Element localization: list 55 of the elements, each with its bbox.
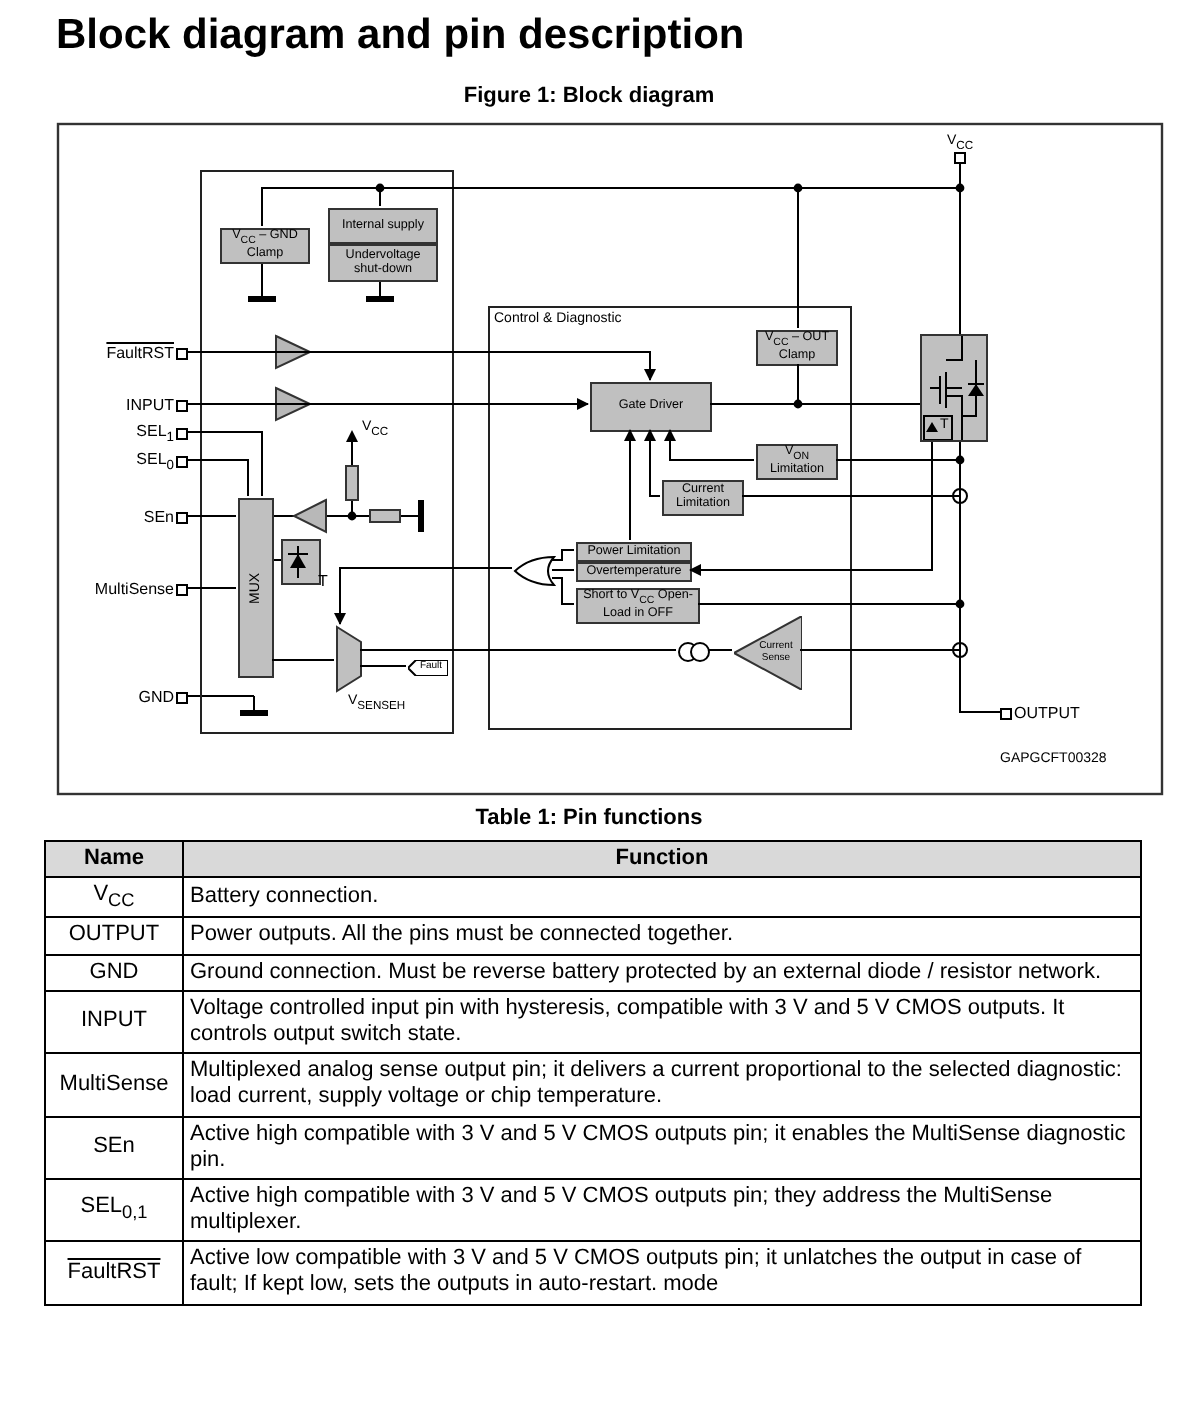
table-cell: Power outputs. All the pins must be connected together. xyxy=(183,917,1141,955)
figure-caption: Figure 1: Block diagram xyxy=(461,84,717,108)
table-cell: SEn xyxy=(45,1116,183,1179)
current-mirror-symbol xyxy=(678,642,710,662)
or-gate-symbol xyxy=(514,556,554,586)
arrow xyxy=(624,429,636,541)
table-cell: FaultRST xyxy=(45,1241,183,1305)
page-title: Block diagram and pin description xyxy=(56,12,745,60)
table-cell: OUTPUT xyxy=(45,917,183,955)
wire xyxy=(551,577,575,605)
table-cell: V$_{CC}$ xyxy=(45,877,183,918)
wire xyxy=(187,459,249,497)
wire xyxy=(271,659,335,661)
table-cell: Ground connection. Must be reverse battery protected by an external diode / resistor network. xyxy=(183,954,1141,991)
table-cell: Active high compatible with 3 V and 5 V CMOS outputs pin; they address the MultiSense multiplexer. xyxy=(183,1178,1141,1242)
fault-flag xyxy=(408,660,448,676)
table-header-cell: Name xyxy=(45,841,183,878)
arrow xyxy=(187,351,656,381)
pin-label: INPUT xyxy=(60,394,188,416)
wire xyxy=(359,649,677,651)
pin-label: SEL$_{0}$ xyxy=(60,450,188,472)
arrow xyxy=(664,429,755,461)
wire xyxy=(187,431,263,497)
table-cell: GND xyxy=(45,954,183,991)
wire xyxy=(551,549,575,561)
pin-label: SEn xyxy=(60,506,188,528)
pin-label: GND xyxy=(60,686,188,708)
pin-label: OUTPUT xyxy=(1000,702,1104,724)
table-cell: Voltage controlled input pin with hysteresis, compatible with 3 V and 5 V CMOS outputs. It controls output switch state. xyxy=(183,990,1141,1054)
wire xyxy=(187,587,237,589)
table-cell: Multiplexed analog sense output pin; it delivers a current proportional to the selected diagnostic: load current, supply voltage or chip temperature. xyxy=(183,1053,1141,1116)
pin-label: FaultRST xyxy=(60,342,188,364)
pin-label: MultiSense xyxy=(40,578,188,600)
current-sense-amplifier xyxy=(734,616,802,690)
table-caption: Table 1: Pin functions xyxy=(473,806,705,830)
pin-label: SEL$_{1}$ xyxy=(60,422,188,444)
table-cell: Active low compatible with 3 V and 5 V CMOS outputs pin; it unlatches the output in case of fault; If kept low, sets the outputs in auto-restart. mode xyxy=(183,1241,1141,1305)
table-cell: INPUT xyxy=(45,990,183,1054)
arrow xyxy=(334,567,513,625)
wire xyxy=(707,649,733,651)
sensor-label: T xyxy=(318,574,328,590)
wire xyxy=(551,569,575,571)
table-cell: SEL$_{0,1}$ xyxy=(45,1178,183,1242)
circuit-block xyxy=(488,306,852,730)
arrow xyxy=(644,429,661,497)
circuit-block xyxy=(200,170,454,734)
table-cell: Battery connection. xyxy=(183,877,1141,918)
arrow xyxy=(187,398,589,410)
wire xyxy=(187,515,237,517)
table-cell: Active high compatible with 3 V and 5 V CMOS outputs pin; it enables the MultiSense diagnostic pin. xyxy=(183,1116,1141,1179)
table-cell: MultiSense xyxy=(45,1053,183,1116)
table-header-cell: Function xyxy=(183,841,1141,878)
wire xyxy=(359,665,407,667)
arrow xyxy=(689,441,933,576)
amplifier-symbol xyxy=(336,626,362,692)
